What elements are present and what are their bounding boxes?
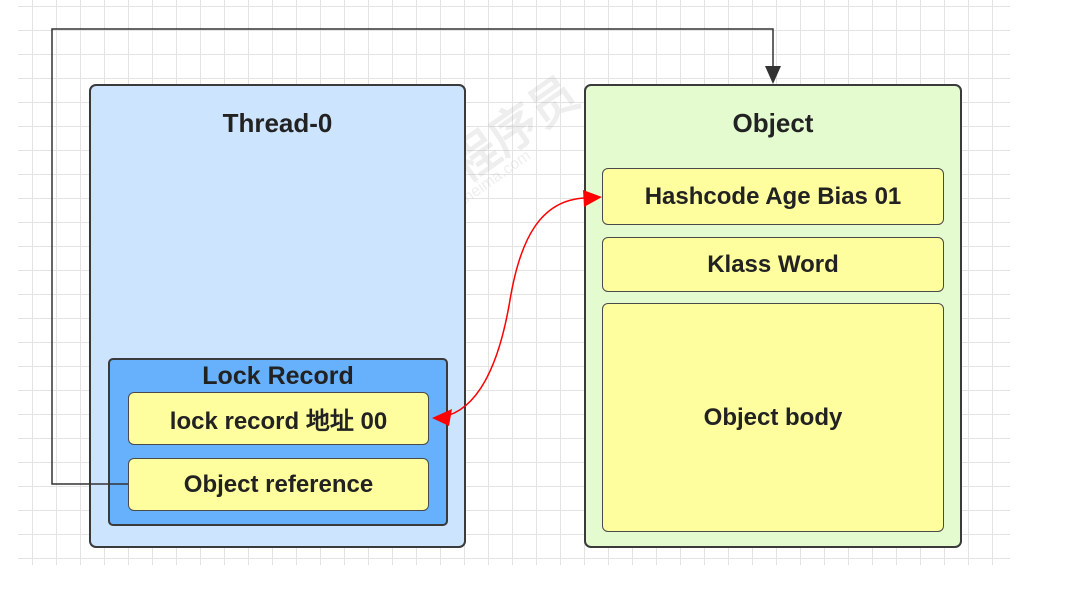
thread-title: Thread-0 [222, 108, 333, 138]
object-body-cell[interactable]: Object body [602, 303, 944, 532]
lock-record-address-cell[interactable]: lock record 地址 00 [128, 392, 429, 445]
mark-word-cell[interactable]: Hashcode Age Bias 01 [602, 168, 944, 225]
klass-word-cell[interactable]: Klass Word [602, 237, 944, 292]
object-reference-cell[interactable]: Object reference [128, 458, 429, 511]
lock-record-title: Lock Record [202, 362, 354, 390]
object-title: Object [732, 108, 814, 138]
